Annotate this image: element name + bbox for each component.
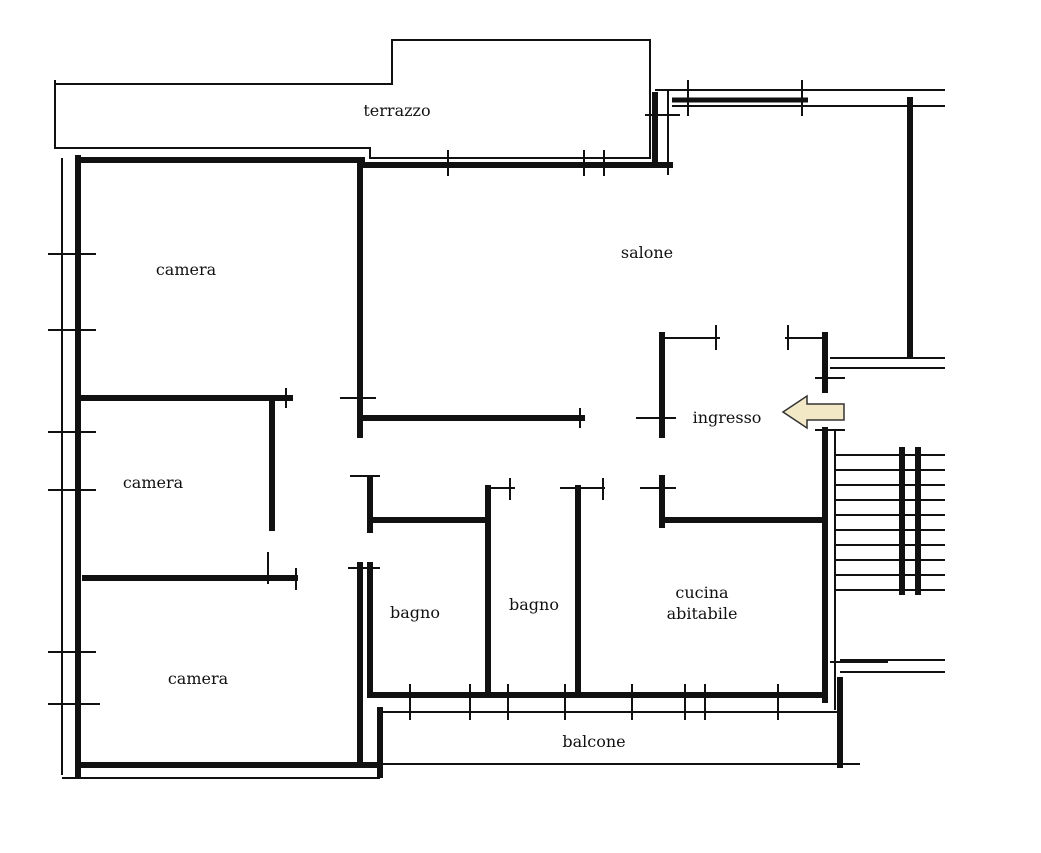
room-label-camera-top: camera (156, 260, 217, 279)
room-label-abitabile: abitabile (667, 604, 738, 623)
terrazzo-outline (54, 39, 651, 159)
room-label-camera-middle: camera (123, 473, 184, 492)
room-label-terrazzo: terrazzo (363, 101, 430, 120)
outer-walls (54, 39, 945, 779)
room-label-camera-bottom: camera (168, 669, 229, 688)
room-label-salone: salone (621, 243, 673, 262)
room-label-ingresso: ingresso (693, 408, 762, 427)
arrow-left-icon (781, 394, 845, 430)
room-label-bagno-left: bagno (390, 603, 440, 622)
wall-ticks (48, 80, 888, 720)
room-label-balcone: balcone (562, 732, 625, 751)
room-label-bagno-right: bagno (509, 595, 559, 614)
staircase (835, 447, 945, 595)
interior-walls (77, 332, 828, 698)
room-label-cucina: cucina (675, 583, 729, 602)
